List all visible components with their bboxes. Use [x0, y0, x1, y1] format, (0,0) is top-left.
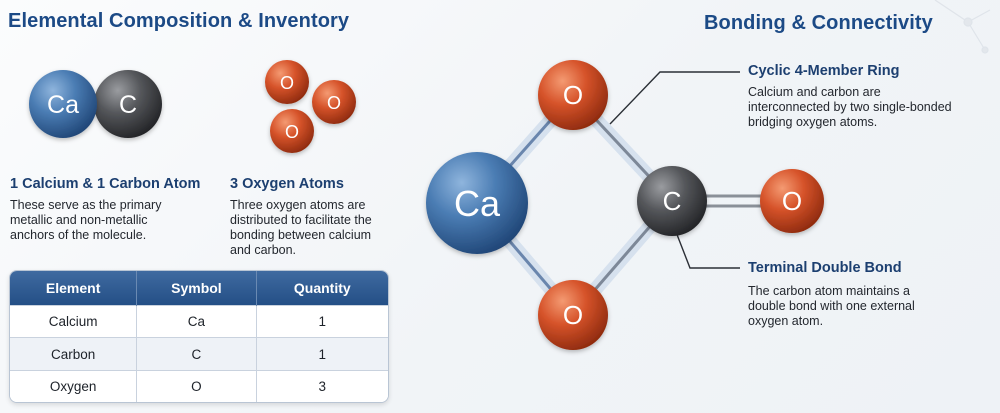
oxygen-atom-terminal-label: O — [782, 186, 802, 216]
carbon-atom-small — [94, 70, 162, 138]
oxygen-atom-small-3 — [270, 109, 314, 153]
table-header-cell: Element — [10, 271, 138, 306]
oxygen-atom-small-2 — [312, 80, 356, 124]
table-header-cell: Quantity — [256, 271, 388, 306]
table-cell: Calcium — [10, 304, 138, 338]
table-cell: Carbon — [10, 337, 138, 371]
calcium-atom-large-label: Ca — [454, 183, 501, 224]
group2-line: bonding between calcium — [230, 228, 372, 242]
calcium-atom-small — [29, 70, 97, 138]
oxygen-atom-small-1-label: O — [280, 73, 294, 93]
oxygen-atom-small-2-label: O — [327, 93, 341, 113]
ring-callout-line — [609, 71, 740, 125]
table-header-cell: Symbol — [136, 271, 257, 306]
group1-line: These serve as the primary — [10, 198, 162, 212]
oxygen-atom-bottom — [538, 280, 608, 350]
ring-callout-heading: Cyclic 4-Member Ring — [748, 63, 900, 79]
table-row: Oxygen O 3 — [10, 369, 388, 402]
table-cell: 1 — [256, 304, 388, 338]
double-bond-callout-heading: Terminal Double Bond — [748, 260, 902, 276]
double-bond-callout-line — [675, 231, 740, 269]
ca-c-pair-illustration: Ca C — [29, 70, 162, 138]
double-bond-callout-line-text: double bond with one external — [748, 299, 915, 313]
double-bond-callout-line-text: The carbon atom maintains a — [748, 284, 910, 298]
group1-description: These serve as the primary metallic and … — [10, 198, 161, 243]
group2-line: distributed to facilitate the — [230, 213, 372, 227]
table-header-row: Element Symbol Quantity — [10, 271, 388, 306]
oxygen-atom-top-label: O — [563, 80, 583, 110]
oxygen-atom-top — [538, 60, 608, 130]
oxygen-atom-bottom-label: O — [563, 300, 583, 330]
table-row: Calcium Ca 1 — [10, 304, 388, 338]
table-row: Carbon C 1 — [10, 337, 388, 371]
group2-line: and carbon. — [230, 243, 297, 257]
group2-description: Three oxygen atoms are distributed to fa… — [230, 198, 372, 258]
calcium-atom-small-label: Ca — [47, 91, 79, 119]
carbon-atom-large — [637, 166, 707, 236]
ring-callout-line-text: bridging oxygen atoms. — [748, 115, 878, 129]
group1-heading: 1 Calcium & 1 Carbon Atom — [10, 176, 201, 192]
bonding-title: Bonding & Connectivity — [704, 12, 933, 34]
group2-line: Three oxygen atoms are — [230, 198, 366, 212]
oxygen-atom-terminal — [760, 169, 824, 233]
ring-callout-description: Calcium and carbon are interconnected by… — [748, 85, 952, 130]
background-network — [934, 0, 991, 54]
ring-callout-line-text: Calcium and carbon are — [748, 85, 881, 99]
oxygen-atom-small-1 — [265, 60, 309, 104]
table-cell: Oxygen — [10, 369, 138, 402]
table-cell: C — [136, 337, 257, 371]
carbon-atom-small-label: C — [119, 91, 137, 119]
element-inventory-table: Element Symbol Quantity Calcium Ca 1 Car… — [9, 270, 389, 403]
molecule-structure: Ca O O C O — [426, 60, 824, 350]
table-cell: O — [136, 369, 257, 402]
oxygen-trio-illustration: O O O — [265, 60, 356, 153]
carbon-atom-large-label: C — [663, 186, 682, 216]
table-cell: Ca — [136, 304, 257, 338]
oxygen-atom-small-3-label: O — [285, 122, 299, 142]
group2-heading: 3 Oxygen Atoms — [230, 176, 344, 192]
group1-line: anchors of the molecule. — [10, 228, 147, 242]
table-cell: 1 — [256, 337, 388, 371]
double-bond-callout-description: The carbon atom maintains a double bond … — [748, 284, 915, 329]
ring-callout-line-text: interconnected by two single-bonded — [748, 100, 952, 114]
composition-title: Elemental Composition & Inventory — [8, 10, 350, 32]
group1-line: metallic and non-metallic — [10, 213, 148, 227]
double-bond-callout-line-text: oxygen atom. — [748, 314, 824, 328]
calcium-atom-large — [426, 152, 528, 254]
table-cell: 3 — [256, 369, 388, 402]
